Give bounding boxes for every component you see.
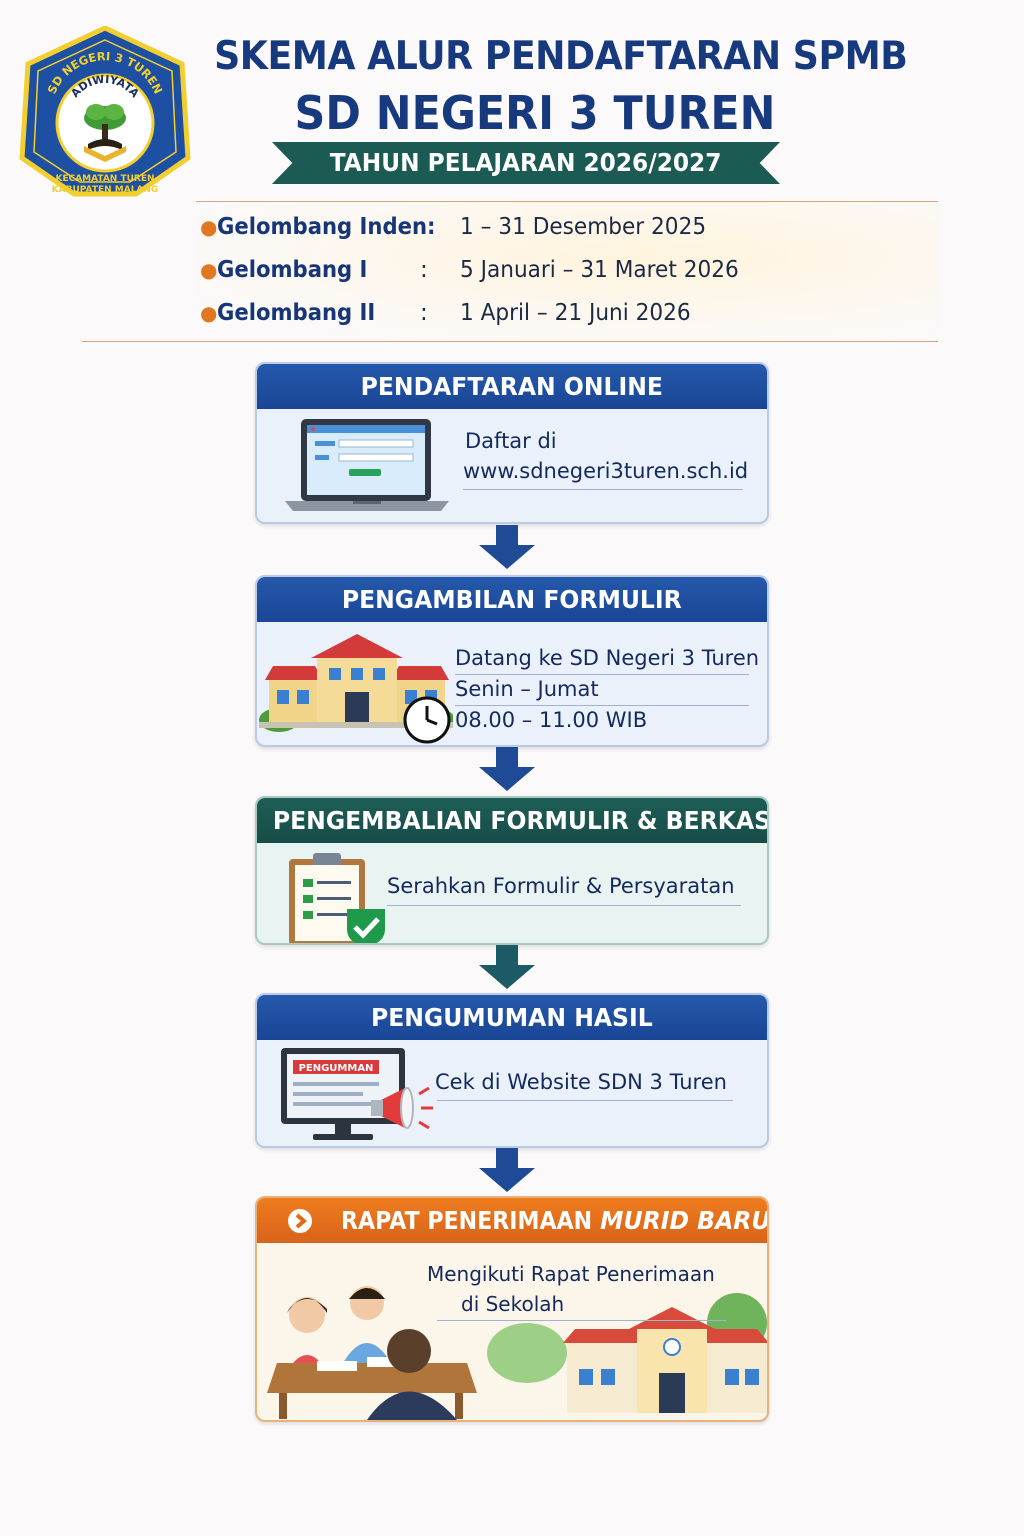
step-online-registration: PENDAFTARAN ONLINE Daftar di www.sdneger… (255, 362, 769, 524)
step-title: RAPAT PENERIMAAN MURID BARU (257, 1198, 767, 1243)
school-building-icon (259, 634, 453, 744)
divider-bottom (82, 341, 938, 342)
logo-bottom-line1: KECAMATAN TUREN (55, 174, 154, 184)
divider-top (196, 201, 938, 202)
flow-arrow-down-icon (479, 525, 535, 569)
clipboard-check-icon (289, 853, 385, 943)
year-ribbon: TAHUN PELAJARAN 2026/2027 (272, 142, 780, 184)
text-underline (455, 674, 749, 675)
step-form-pickup: PENGAMBILAN FORMULIR Datang ke SD Negeri… (255, 575, 769, 747)
step-text: 08.00 – 11.00 WIB (455, 708, 648, 732)
text-underline (437, 1100, 733, 1101)
wave-name: Gelombang Inden: (217, 214, 436, 240)
wave-name: Gelombang II (217, 300, 376, 326)
step-text: Mengikuti Rapat Penerimaan (427, 1262, 715, 1286)
year-ribbon-text: TAHUN PELAJARAN 2026/2027 (330, 148, 722, 177)
step-title: PENGAMBILAN FORMULIR (257, 577, 767, 622)
wave-date: 1 April – 21 Juni 2026 (460, 300, 691, 326)
bullet-icon: ● (200, 301, 218, 325)
flow-arrow-down-icon (479, 1148, 535, 1192)
step-title: PENDAFTARAN ONLINE (257, 364, 767, 409)
page-title-line1: SKEMA ALUR PENDAFTARAN SPMB (214, 34, 908, 79)
meeting-illustration (267, 1286, 767, 1420)
bullet-icon: ● (200, 258, 218, 282)
text-underline (455, 705, 749, 706)
wave-name: Gelombang I (217, 257, 368, 283)
text-underline (437, 1320, 727, 1321)
monitor-label: PENGUMMAN (299, 1063, 374, 1074)
step-announcement: PENGUMUMAN HASIL PENGUMMAN Cek di Websit… (255, 993, 769, 1148)
step-title-text: PENGUMUMAN HASIL (371, 1003, 653, 1032)
step-title-plain: RAPAT PENERIMAAN (340, 1206, 593, 1235)
step-text: Senin – Jumat (455, 677, 599, 701)
step-title-text: PENGAMBILAN FORMULIR (342, 585, 682, 614)
flow-arrow-down-icon (479, 945, 535, 989)
laptop-icon (285, 419, 449, 511)
step-title: PENGEMBALIAN FORMULIR & BERKAS (257, 798, 767, 843)
logo-bottom-line2: KABUPATEN MALANG (52, 185, 159, 195)
text-underline (387, 905, 741, 906)
step-text: Datang ke SD Negeri 3 Turen (455, 646, 760, 670)
bullet-icon: ● (200, 215, 218, 239)
page-title-line2: SD NEGERI 3 TUREN (294, 86, 776, 140)
step-orientation-meeting: RAPAT PENERIMAAN MURID BARU (255, 1196, 769, 1422)
wave-colon: : (420, 300, 428, 326)
step-text: Daftar di (465, 429, 557, 453)
wave-date: 5 Januari – 31 Maret 2026 (460, 257, 739, 283)
wave-date: 1 – 31 Desember 2025 (460, 214, 707, 240)
step-text: Serahkan Formulir & Persyaratan (387, 874, 735, 898)
chevron-right-icon (288, 1209, 312, 1233)
step-title-text: PENGEMBALIAN FORMULIR & BERKAS (272, 806, 769, 835)
step-text: Cek di Website SDN 3 Turen (435, 1070, 727, 1094)
step-title-text: RAPAT PENERIMAAN MURID BARU (333, 1198, 769, 1243)
step-text: di Sekolah (461, 1292, 565, 1316)
step-title-italic: MURID BARU (600, 1206, 769, 1235)
step-title: PENGUMUMAN HASIL (257, 995, 767, 1040)
registration-url[interactable]: www.sdnegeri3turen.sch.id (463, 459, 749, 483)
flow-arrow-down-icon (479, 747, 535, 791)
step-title-text: PENDAFTARAN ONLINE (360, 372, 664, 401)
school-logo: SD NEGERI 3 TUREN ADIWIYATA KECAMATAN TU… (19, 26, 191, 197)
step-form-return: PENGEMBALIAN FORMULIR & BERKAS Serahkan … (255, 796, 769, 945)
wave-colon: : (420, 257, 428, 283)
monitor-megaphone-icon: PENGUMMAN (281, 1048, 433, 1140)
registration-waves-panel (196, 202, 938, 341)
text-underline (463, 489, 743, 490)
